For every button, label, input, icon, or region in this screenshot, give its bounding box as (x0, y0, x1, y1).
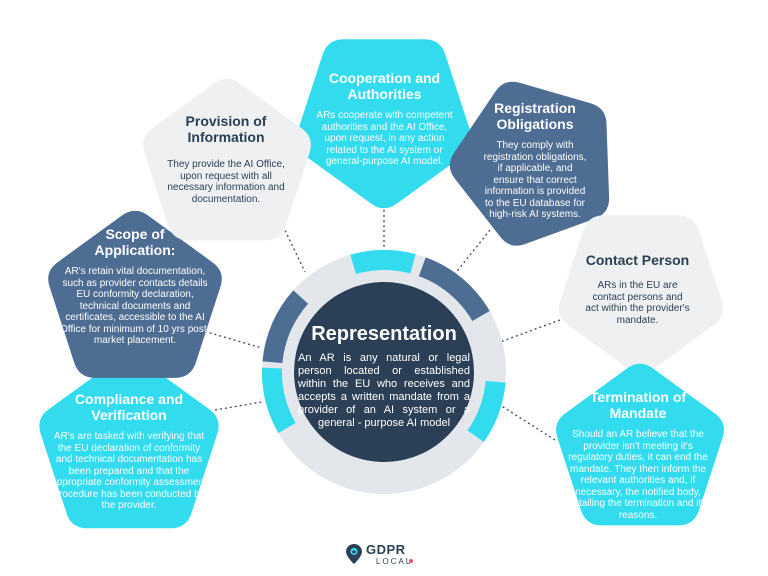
panel-scope-body: AR's retain vital documentation, such as… (60, 266, 210, 346)
location-pin-icon (346, 544, 362, 564)
panel-scope: Scope of Application: AR's retain vital … (60, 226, 210, 347)
pentagon-provision (143, 78, 311, 241)
pentagon-scope (48, 210, 222, 378)
panel-scope-title: Scope of Application: (94, 226, 176, 258)
panel-cooperation-title: Cooperation and Authorities (328, 70, 441, 102)
panel-registration-title: Registration Obligations (494, 100, 576, 132)
brand-accent-dot (409, 559, 413, 563)
ring-segments (262, 250, 506, 442)
pentagon-registration (449, 81, 610, 246)
panel-compliance-title: Compliance and Verification (74, 391, 184, 423)
brand-subtitle: LOCAL (376, 557, 413, 566)
panel-contact-title: Contact Person (585, 252, 690, 268)
panel-termination-title: Termination of Mandate (589, 389, 687, 421)
panel-contact-body: ARs in the EU are contact persons and ac… (585, 280, 690, 326)
connector-line (445, 229, 491, 286)
pentagon-contact (558, 215, 724, 374)
ring-segment (262, 290, 310, 364)
panel-termination: Termination of Mandate Should an AR beli… (563, 389, 713, 521)
connector-line (199, 329, 263, 349)
connector-lines (199, 200, 561, 441)
brand-logo: GDPR LOCAL (346, 542, 426, 572)
panel-provision: Provision of Information They provide th… (160, 113, 292, 205)
panel-provision-body: They provide the AI Office, upon request… (167, 159, 285, 205)
center-content: Representation An AR is any natural or l… (298, 322, 470, 430)
panel-cooperation-body: ARs cooperate with competent authorities… (316, 110, 453, 167)
connector-line (499, 319, 561, 343)
pentagon-panels (39, 39, 724, 529)
connector-line (499, 404, 556, 441)
pentagon-cooperation (296, 39, 472, 209)
connector-line (214, 401, 263, 411)
pentagon-termination (556, 363, 724, 526)
panel-registration-body: They comply with registration obligation… (483, 140, 587, 220)
panel-registration: Registration Obligations They comply wit… (470, 100, 600, 221)
ring-segment (418, 257, 490, 322)
panel-contact: Contact Person ARs in the EU are contact… (575, 252, 700, 326)
panel-cooperation: Cooperation and Authorities ARs cooperat… (312, 70, 457, 168)
ring-segment (465, 380, 506, 442)
panel-compliance-body: AR's are tasked with verifying that the … (51, 431, 207, 511)
ring-segment (262, 367, 298, 433)
pentagon-compliance (39, 355, 219, 529)
center-description: An AR is any natural or legal person loc… (298, 352, 470, 429)
center-disc (294, 282, 474, 462)
ring-segment (350, 250, 416, 276)
brand-name: GDPR (366, 542, 406, 557)
center-title: Representation (311, 323, 457, 345)
connector-line (282, 225, 306, 273)
panel-compliance: Compliance and Verification AR's are tas… (50, 391, 208, 512)
panel-provision-title: Provision of Information (185, 113, 267, 145)
panel-termination-body: Should an AR believe that the provider i… (567, 429, 709, 521)
